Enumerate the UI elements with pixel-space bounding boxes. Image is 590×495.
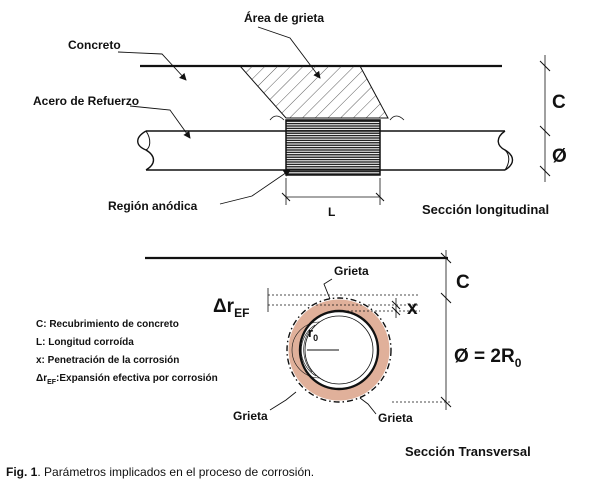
- crack-left-leader: [269, 391, 297, 411]
- legend: C: Recubrimiento de concreto L: Longitud…: [36, 319, 218, 386]
- delta-r-label: ΔrEF: [213, 296, 249, 320]
- crack-area-hatch: [238, 65, 389, 119]
- longitudinal-title: Sección longitudinal: [422, 202, 549, 217]
- cover-label-trans: C: [456, 272, 470, 293]
- transverse-title: Sección Transversal: [405, 444, 531, 459]
- diameter-label-long: Ø: [552, 146, 567, 167]
- crack-top-leader: [323, 278, 333, 300]
- diameter-equation: Ø = 2R0: [454, 346, 522, 370]
- caption-label: Fig. 1: [6, 465, 38, 479]
- steel-leader: [129, 105, 191, 139]
- legend-length: L: Longitud corroída: [36, 337, 134, 348]
- cover-diameter-dimension-trans: [392, 250, 452, 410]
- cover-label-long: C: [552, 92, 566, 113]
- anodic-region: [285, 119, 381, 176]
- steel-shading: [291, 321, 321, 379]
- longitudinal-section: L C Ø Área de grieta Concreto Acero de R…: [33, 10, 567, 219]
- crack-area-leader: [257, 26, 321, 79]
- x-label: x: [407, 298, 418, 319]
- transverse-section: r0 ΔrEF x Grieta Grieta Grieta C Ø = 2R0…: [145, 250, 531, 459]
- concrete-leader: [117, 51, 187, 81]
- crack-area-label: Área de grieta: [244, 10, 324, 25]
- x-dim-ticks: [391, 300, 401, 316]
- crack-left-label: Grieta: [233, 409, 268, 423]
- crack-right-label: Grieta: [378, 411, 413, 425]
- steel-label: Acero de Refuerzo: [33, 94, 139, 108]
- length-dimension: [281, 178, 385, 205]
- crack-base-arc-left: [269, 115, 285, 121]
- expansion-outline: [286, 297, 392, 403]
- concrete-label: Concreto: [68, 38, 121, 52]
- caption-text: . Parámetros implicados en el proceso de…: [37, 465, 315, 479]
- legend-expansion: ΔrEF:Expansión efectiva por corrosión: [36, 373, 218, 386]
- legend-penetration: x: Penetración de la corrosión: [36, 355, 179, 366]
- legend-cover: C: Recubrimiento de concreto: [36, 319, 179, 330]
- cover-diameter-dimension: [539, 55, 551, 182]
- figure-caption: Fig. 1. Parámetros implicados en el proc…: [6, 465, 314, 479]
- radius-label: r0: [308, 325, 318, 343]
- corrosion-ring: [288, 299, 390, 401]
- crack-base-arc-right: [389, 115, 405, 121]
- anodic-region-leader: [219, 169, 291, 205]
- length-label: L: [328, 205, 335, 219]
- crack-right-leader: [359, 397, 377, 415]
- anodic-region-label: Región anódica: [108, 199, 198, 213]
- crack-top-label: Grieta: [334, 264, 369, 278]
